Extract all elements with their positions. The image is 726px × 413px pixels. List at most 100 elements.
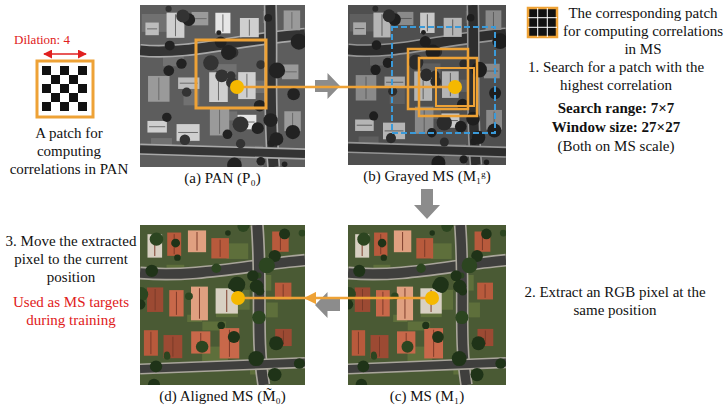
leader-line <box>348 86 455 89</box>
lawn-patch <box>266 302 277 317</box>
roof-ridge <box>193 18 206 19</box>
sidewalk <box>140 260 305 274</box>
flow-arrow <box>315 73 340 99</box>
house-roof <box>355 119 374 130</box>
roof-ridge <box>219 110 220 134</box>
aerial-image <box>348 225 506 385</box>
house-roof <box>397 287 413 321</box>
tree <box>221 45 236 60</box>
tree <box>148 379 160 385</box>
tree <box>252 311 266 324</box>
tree <box>269 336 283 350</box>
house-roof <box>420 13 434 33</box>
roof-ridge <box>404 288 405 318</box>
roof-ridge <box>291 12 292 29</box>
roof-ridge <box>220 240 221 257</box>
patch-box <box>196 40 266 108</box>
tree <box>211 264 221 273</box>
tree <box>182 88 191 97</box>
tree <box>233 116 249 132</box>
tree <box>467 14 475 22</box>
house-roof <box>145 23 158 36</box>
roof-ridge <box>424 108 425 132</box>
house-roof <box>147 121 166 133</box>
roof-ridge <box>284 71 297 72</box>
tree <box>269 62 285 78</box>
tree <box>431 156 445 165</box>
tree <box>381 255 387 261</box>
tree <box>299 230 305 237</box>
dilation-arrow <box>44 53 86 55</box>
house-roof <box>211 238 229 258</box>
tree <box>164 353 171 359</box>
roof-ridge <box>452 19 453 35</box>
orange-connector <box>305 86 348 89</box>
tree <box>223 130 233 140</box>
ground <box>140 5 305 167</box>
house-roof <box>240 18 259 37</box>
house-roof <box>191 287 208 321</box>
aerial-image <box>140 5 305 167</box>
tree <box>452 351 467 366</box>
roof-ridge <box>246 74 247 98</box>
tree <box>356 379 368 385</box>
roof-ridge <box>386 82 403 83</box>
house-roof <box>376 290 390 316</box>
parameter-text: Search range: 7×7 <box>508 99 724 117</box>
tree <box>433 277 449 293</box>
roof-ridge <box>175 14 176 36</box>
roof-ridge <box>357 125 372 126</box>
tree <box>383 9 396 22</box>
house-roof <box>188 230 206 252</box>
roof-ridge <box>158 78 159 101</box>
tree <box>357 233 370 246</box>
house-roof <box>148 76 169 102</box>
tree <box>437 115 452 131</box>
leader-line <box>238 297 305 300</box>
tree <box>416 264 425 273</box>
step-text: 2. Extract an RGB pixel at the same posi… <box>512 283 718 319</box>
tree <box>455 121 467 133</box>
tree <box>165 41 175 51</box>
house-roof <box>191 331 210 353</box>
tree <box>422 322 429 329</box>
tree <box>484 160 489 165</box>
roof-ridge <box>197 232 198 251</box>
roof-ridge <box>155 289 156 310</box>
sidewalk <box>348 260 506 274</box>
house-roof <box>167 233 181 256</box>
roof-ridge <box>358 332 359 354</box>
tree <box>462 258 478 274</box>
tree <box>451 270 462 281</box>
road <box>348 363 506 369</box>
sidewalk <box>140 149 305 154</box>
tree <box>256 60 265 69</box>
panel-caption: (b) Grayed MS (M₁ᵍ) <box>318 167 536 185</box>
house-roof <box>352 330 365 356</box>
house-roof <box>424 328 443 358</box>
roof-ridge <box>493 12 494 28</box>
tree <box>145 265 158 277</box>
tree <box>227 158 242 167</box>
tree <box>250 280 264 293</box>
pixel-dot <box>448 80 462 94</box>
flow-arrow <box>315 292 340 318</box>
tree <box>429 230 434 235</box>
pan-patch-icon <box>37 61 93 117</box>
tree <box>282 161 288 167</box>
tree <box>420 69 432 82</box>
tree <box>229 277 245 293</box>
pixel-dot <box>230 80 244 94</box>
house-roof <box>353 22 366 34</box>
tree <box>247 270 258 281</box>
road <box>140 260 305 274</box>
roof-ridge <box>150 332 151 354</box>
road <box>348 147 506 152</box>
house-roof <box>147 287 163 312</box>
step-text: 1. Search for a patch with the highest c… <box>508 58 724 94</box>
tree <box>236 139 245 148</box>
tree <box>216 30 221 35</box>
roof-ridge <box>485 71 498 72</box>
tree <box>165 6 171 12</box>
